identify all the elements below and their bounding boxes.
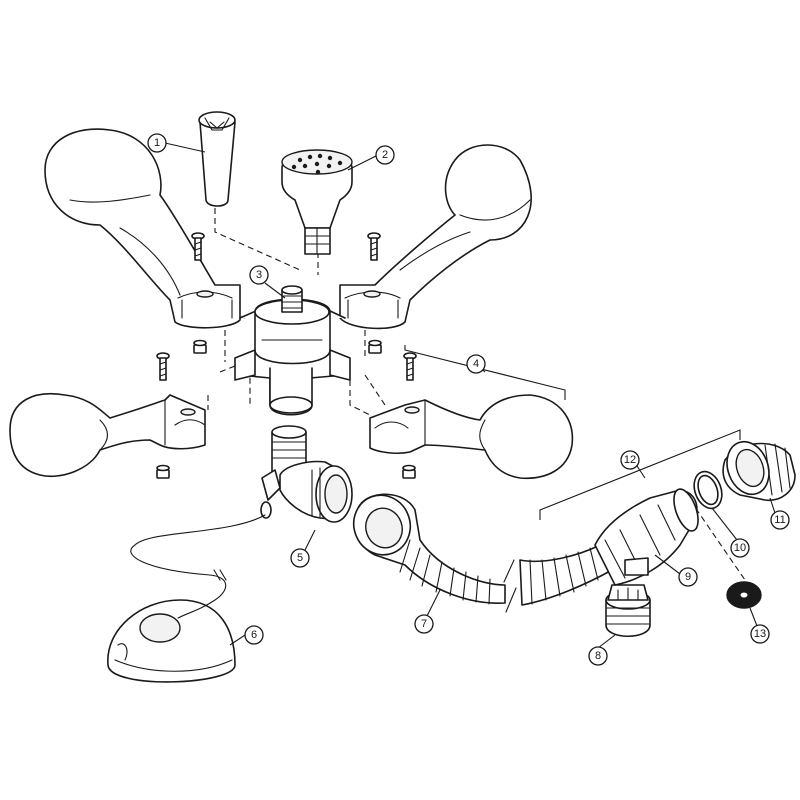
nut-upper-right [368,339,382,354]
bolt-mid-right [403,352,417,381]
callout-label-6: 6 [251,629,257,641]
part-elbow-fitting [260,425,353,523]
handle-arm-bottom-left [9,393,206,477]
nut-lower-right [402,464,416,479]
bracket-4 [404,345,566,400]
callout-label-10: 10 [734,542,746,554]
shower-holes [291,153,343,175]
callout-label-4: 4 [473,358,479,370]
callout-11: 11 [770,510,790,530]
part-valve-body [234,285,351,416]
part-cap-with-chain [107,514,266,683]
callout-2: 2 [375,145,395,165]
callout-5: 5 [290,548,310,568]
callout-9: 9 [678,567,698,587]
callout-12: 12 [620,450,640,470]
part-washer [726,581,762,609]
bolt-top-right [367,232,381,261]
bolt-top-left [191,232,205,261]
part-hose-connector [594,488,699,586]
handle-arm-top-right [339,144,532,330]
callout-label-7: 7 [421,618,427,630]
callout-label-3: 3 [256,269,262,281]
callout-label-13: 13 [754,628,766,640]
part-threaded-plug [605,584,651,637]
callout-10: 10 [730,538,750,558]
callout-8: 8 [588,646,608,666]
callout-label-12: 12 [624,454,636,466]
callout-label-2: 2 [382,149,388,161]
callout-label-1: 1 [154,137,160,149]
callout-6: 6 [244,625,264,645]
part-threaded-adapter [722,440,796,501]
bolts-and-nuts [156,232,417,479]
part-o-ring [693,470,723,510]
callout-label-8: 8 [595,650,601,662]
retaining-chain [130,514,266,619]
part-shower-head [281,149,353,255]
callout-1: 1 [147,133,167,153]
nut-lower-left [156,464,170,479]
callout-label-11: 11 [774,514,785,526]
bolt-mid-left [156,352,170,381]
handle-arm-bottom-right [369,394,574,480]
callout-label-9: 9 [685,571,691,583]
handle-arm-top-left [44,128,241,329]
callout-4: 4 [466,354,486,374]
callout-label-5: 5 [297,552,303,564]
part-nozzle-tube [198,111,236,207]
callout-3: 3 [249,265,269,285]
part-corrugated-hose [352,493,613,613]
callout-7: 7 [414,614,434,634]
callout-13: 13 [750,624,770,644]
leader-lines [164,142,776,649]
nut-upper-left [193,339,207,354]
